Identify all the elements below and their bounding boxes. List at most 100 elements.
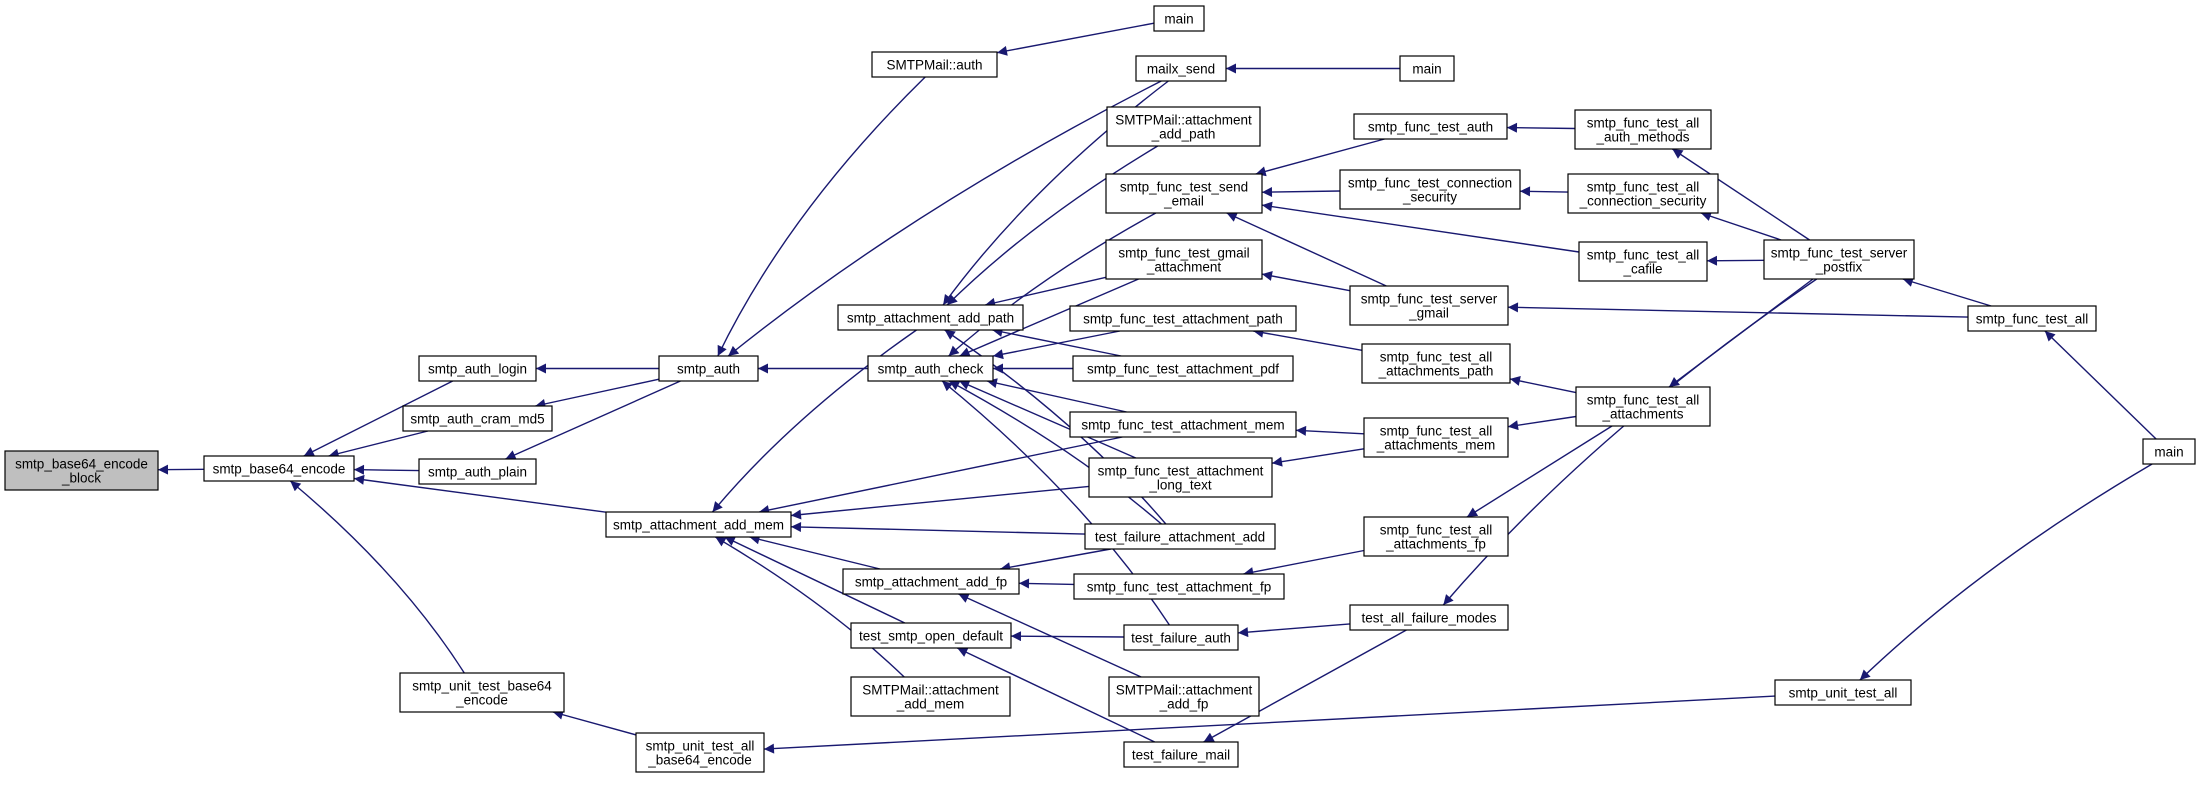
node-box [1072,355,1294,382]
call-edge-n37-to-n30 [1506,122,1576,133]
node-smtp-func-test-all-auth-methods[interactable]: smtp_func_test_all_auth_methods [1574,109,1712,150]
node-smtp-unit-test-all[interactable]: smtp_unit_test_all [1774,679,1912,706]
node-label-line: smtp_func_test_all [1587,393,1700,408]
node-box [1349,604,1509,631]
node-box [203,455,355,482]
node-smtp-func-test-all-attachments-mem[interactable]: smtp_func_test_all_attachments_mem [1363,417,1509,458]
call-edge-n12-to-n7 [749,534,881,570]
node-box [1399,55,1455,82]
node-smtp-func-test-auth[interactable]: smtp_func_test_auth [1353,113,1508,140]
call-edge-n25-to-n12 [1018,578,1075,589]
node-label-line: test_failure_attachment_add [1095,530,1265,545]
call-edge-n41-to-n37 [1672,148,1810,241]
call-edge-n41-to-n40 [1668,278,1814,388]
node-smtp-func-test-attachment-path[interactable]: smtp_func_test_attachment_path [1069,305,1297,332]
call-edge-n35-to-n25 [1243,549,1365,578]
call-edge-n14-to-n7 [715,536,905,678]
node-test-smtp-open-default[interactable]: test_smtp_open_default [850,622,1012,649]
node-mailx-send[interactable]: mailx_send [1135,55,1227,82]
call-edge-n34-to-n23 [1271,448,1365,467]
call-edge-n21-to-n11 [992,327,1122,357]
node-label-line: smtp_unit_test_all [1789,686,1898,701]
node-smtp-func-test-attachment-pdf[interactable]: smtp_func_test_attachment_pdf [1072,355,1294,382]
node-label-line: _attachments [1601,407,1683,422]
node-smtpmail-attachment-add-fp[interactable]: SMTPMail::attachment_add_fp [1108,676,1260,717]
call-edge-n41-to-n38 [1700,211,1782,241]
node-box [1567,173,1719,214]
node-smtp-auth-plain[interactable]: smtp_auth_plain [418,458,537,485]
node-main-n44[interactable]: main [2142,438,2196,465]
node-box [402,405,553,432]
node-test-all-failure-modes[interactable]: test_all_failure_modes [1349,604,1509,631]
node-smtp-func-test-server-postfix[interactable]: smtp_func_test_server_postfix [1763,239,1915,280]
node-smtp-base64-encode-block[interactable]: smtp_base64_encode_block [4,450,159,491]
node-label-line: main [2154,445,2183,460]
node-box [2142,438,2196,465]
node-smtpmail-attachment-add-mem[interactable]: SMTPMail::attachment_add_mem [850,676,1011,717]
node-box [867,355,994,382]
node-label-line: smtp_func_test_all [1587,116,1700,131]
node-label-line: test_smtp_open_default [859,629,1003,644]
node-test-failure-auth[interactable]: test_failure_auth [1123,624,1239,651]
call-edge-n40-to-n34 [1507,415,1577,431]
node-label-line: smtp_attachment_add_fp [855,575,1007,590]
node-smtp-attachment-add-fp[interactable]: smtp_attachment_add_fp [842,568,1020,595]
node-label-line: smtp_func_test_server [1771,246,1908,261]
node-smtp-func-test-attachment-mem[interactable]: smtp_func_test_attachment_mem [1069,411,1297,438]
node-box [1123,741,1239,768]
node-smtpmail-attachment-add-path[interactable]: SMTPMail::attachment_add_path [1106,106,1261,147]
node-label-line: smtp_auth [677,362,740,377]
node-box [658,355,759,382]
node-smtp-func-test-all-attachments[interactable]: smtp_func_test_all_attachments [1575,386,1711,427]
node-smtp-base64-encode[interactable]: smtp_base64_encode [203,455,355,482]
node-label-line: _email [1163,194,1204,209]
node-smtpmail-auth[interactable]: SMTPMail::auth [871,51,998,78]
node-smtp-func-test-all-attachments-fp[interactable]: smtp_func_test_all_attachments_fp [1363,516,1509,557]
call-edge-n32-to-n19 [1261,271,1351,292]
node-label-line: _postfix [1815,260,1863,275]
node-box [1106,106,1261,147]
node-smtp-auth-check[interactable]: smtp_auth_check [867,355,994,382]
node-smtp-func-test-attachment-long-text[interactable]: smtp_func_test_attachment_long_text [1088,457,1273,498]
node-label-line: test_all_failure_modes [1361,611,1496,626]
node-box [1108,676,1260,717]
call-edge-n43-to-n8 [763,695,1776,754]
node-test-failure-attachment-add[interactable]: test_failure_attachment_add [1084,523,1276,550]
node-box [1073,573,1285,600]
node-smtp-func-test-all-cafile[interactable]: smtp_func_test_all_cafile [1578,241,1708,282]
call-edge-n8-to-n5 [552,709,637,736]
call-edge-n42-to-n32 [1507,302,1969,318]
node-smtp-attachment-add-mem[interactable]: smtp_attachment_add_mem [605,511,792,538]
node-smtp-auth-cram-md5[interactable]: smtp_auth_cram_md5 [402,405,553,432]
node-box [850,622,1012,649]
node-smtp-func-test-attachment-fp[interactable]: smtp_func_test_attachment_fp [1073,573,1285,600]
node-smtp-attachment-add-path[interactable]: smtp_attachment_add_path [837,304,1024,331]
node-smtp-func-test-gmail-attachment[interactable]: smtp_func_test_gmail_attachment [1105,239,1263,280]
node-box [1123,624,1239,651]
node-smtp-auth-login[interactable]: smtp_auth_login [418,355,537,382]
node-smtp-func-test-all-connection-security[interactable]: smtp_func_test_all_connection_security [1567,173,1719,214]
call-edge-n23-to-n7 [790,485,1090,520]
node-smtp-func-test-server-gmail[interactable]: smtp_func_test_server_gmail [1349,285,1509,326]
node-smtp-func-test-connection-security[interactable]: smtp_func_test_connection_security [1339,169,1521,210]
call-edge-n33-to-n20 [1253,327,1363,351]
call-edge-n4-to-n1 [353,464,420,475]
node-main-n29[interactable]: main [1399,55,1455,82]
node-test-failure-mail[interactable]: test_failure_mail [1123,741,1239,768]
node-label-line: smtp_func_test_all [1380,350,1493,365]
node-label-line: SMTPMail::attachment [862,683,999,698]
node-smtp-func-test-all[interactable]: smtp_func_test_all [1967,305,2097,332]
node-smtp-func-test-send-email[interactable]: smtp_func_test_send_email [1105,173,1263,214]
node-smtp-unit-test-base64-encode[interactable]: smtp_unit_test_base64_encode [399,672,565,713]
node-smtp-auth[interactable]: smtp_auth [658,355,759,382]
node-box [842,568,1020,595]
node-label-line: smtp_func_test_all [1380,424,1493,439]
node-label-line: _attachments_mem [1376,438,1496,453]
node-smtp-func-test-all-attachments-path[interactable]: smtp_func_test_all_attachments_path [1361,343,1511,384]
call-edge-n30-to-n18 [1255,138,1385,177]
node-main-n15[interactable]: main [1153,5,1205,32]
call-edge-n2-to-n1 [303,380,454,457]
node-label-line: smtp_func_test_gmail [1118,246,1249,261]
node-smtp-unit-test-all-base64-encode[interactable]: smtp_unit_test_all_base64_encode [635,732,765,773]
